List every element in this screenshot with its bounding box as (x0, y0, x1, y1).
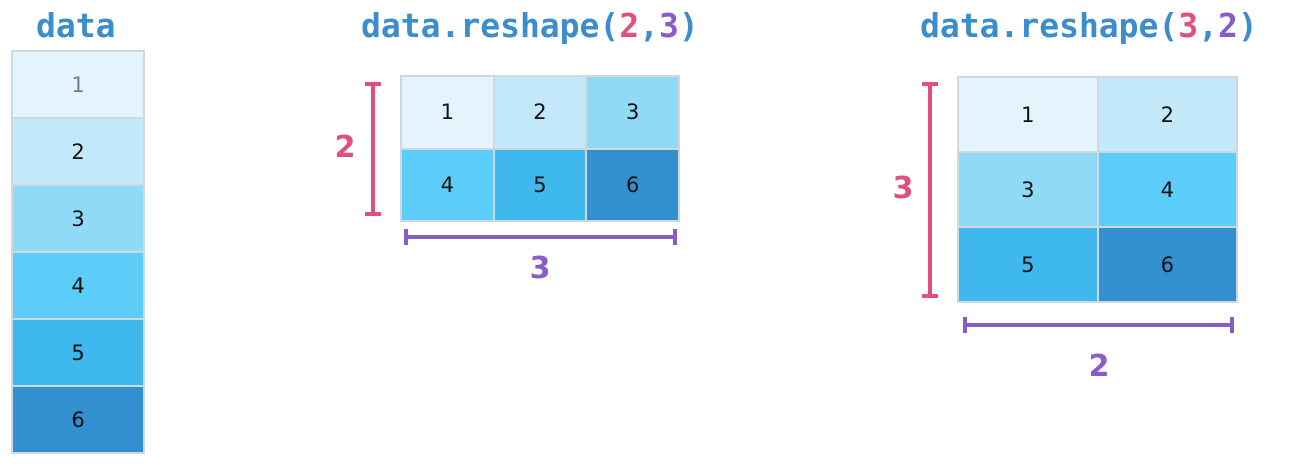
matrix-cell: 6 (586, 148, 679, 221)
reshape-2-3-arg-cols: 3 (659, 6, 679, 45)
data-cell-6: 6 (12, 386, 144, 453)
reshape-3-2-title-prefix: data.reshape( (920, 6, 1179, 45)
data-cell-1: 1 (12, 51, 144, 118)
reshape-3-2-title: data.reshape(3,2) (920, 6, 1258, 46)
reshape-2-3-cols-label: 3 (529, 251, 551, 286)
matrix-cell: 3 (586, 76, 679, 149)
reshape-3-2-arg-cols: 2 (1218, 6, 1238, 45)
matrix-cell: 3 (958, 152, 1098, 227)
matrix-cell: 1 (401, 76, 494, 149)
reshape-2-3-rows-bracket (365, 82, 381, 216)
matrix-cell: 5 (958, 227, 1098, 302)
reshape-3-2-title-suffix: ) (1237, 6, 1258, 45)
matrix-cell: 4 (401, 148, 494, 221)
reshape-3-2-sep: , (1198, 6, 1219, 45)
reshape-3-2-cols-label: 2 (1088, 349, 1110, 384)
data-cell-3: 3 (12, 185, 144, 252)
reshape-3-2-arg-rows: 3 (1178, 6, 1199, 45)
matrix-cell: 2 (493, 76, 587, 149)
reshape-2-3-rows-label: 2 (334, 130, 356, 165)
reshape-3-2-rows-label: 3 (892, 171, 914, 206)
reshape-2-3-title-suffix: ) (678, 6, 699, 45)
reshape-2-3-cols-bracket (404, 229, 677, 245)
reshape-3-2-cols-bracket (963, 317, 1234, 333)
reshape-2-3-sep: , (639, 6, 660, 45)
matrix-cell: 1 (958, 77, 1098, 152)
data-title: data (36, 6, 115, 46)
data-cell-4: 4 (12, 252, 144, 319)
matrix-cell: 2 (1097, 77, 1237, 152)
reshape-3-2-rows-bracket (922, 82, 938, 298)
matrix-cell: 5 (493, 148, 587, 221)
data-title-text: data (36, 6, 116, 45)
reshape-2-3-title-prefix: data.reshape( (361, 6, 620, 45)
data-cell-2: 2 (12, 118, 144, 185)
reshape-2-3-title: data.reshape(2,3) (361, 6, 699, 46)
matrix-cell: 6 (1097, 227, 1237, 302)
data-cell-5: 5 (12, 319, 144, 386)
matrix-cell: 4 (1097, 152, 1237, 227)
reshape-2-3-arg-rows: 2 (619, 6, 640, 45)
